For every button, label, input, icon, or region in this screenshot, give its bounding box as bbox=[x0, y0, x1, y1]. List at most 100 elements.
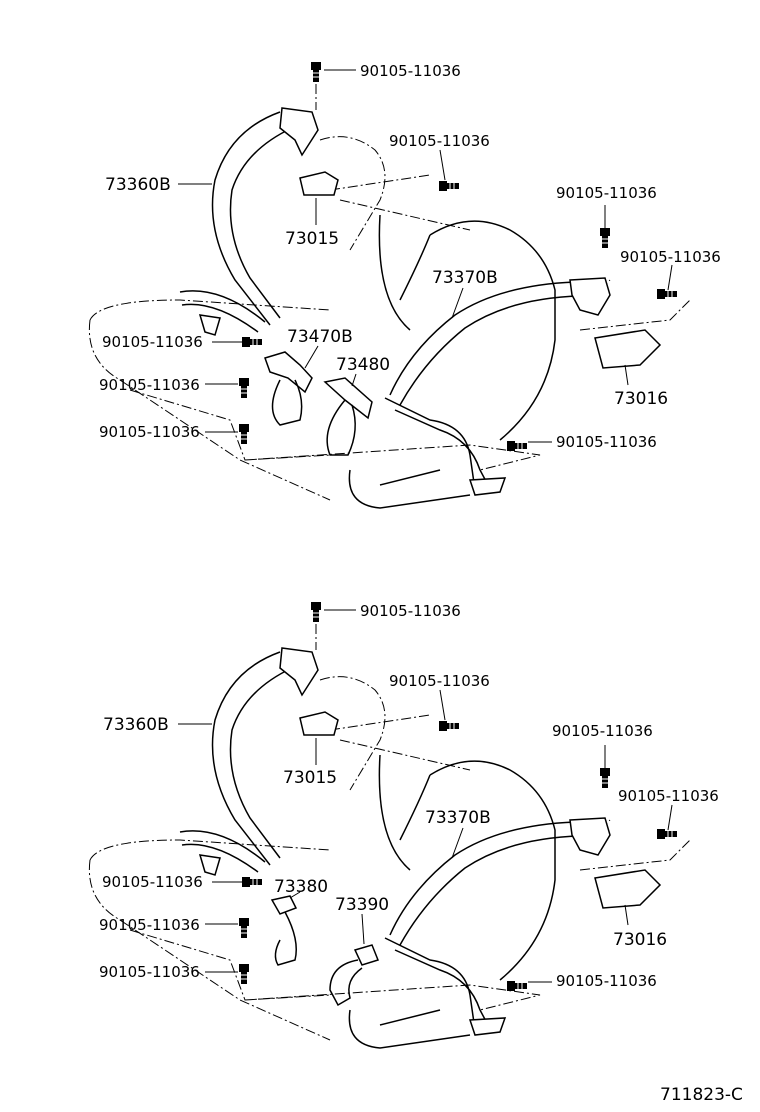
right-belt-anchor bbox=[569, 817, 611, 856]
left-belt-anchor-top bbox=[279, 647, 319, 697]
part-label: 90105-11036 bbox=[618, 787, 719, 805]
bolt-icon bbox=[310, 61, 322, 83]
bolt-icon bbox=[241, 876, 263, 888]
retractor-73016 bbox=[594, 869, 662, 909]
right-belt-foot bbox=[468, 1017, 507, 1036]
right-belt-anchor bbox=[569, 277, 611, 316]
part-label: 90105-11036 bbox=[389, 672, 490, 690]
right-belt-foot bbox=[468, 477, 507, 496]
part-label: 90105-11036 bbox=[552, 722, 653, 740]
part-label: 90105-11036 bbox=[556, 433, 657, 451]
part-label: 73480 bbox=[336, 355, 390, 375]
mount-line-left-lower bbox=[129, 389, 541, 471]
part-label: 73370B bbox=[432, 268, 498, 288]
seat-right-back bbox=[429, 220, 556, 441]
bolt-icon bbox=[599, 227, 611, 249]
buckle-73390-strap bbox=[329, 959, 363, 1007]
part-label: 90105-11036 bbox=[102, 333, 203, 351]
leader-line bbox=[439, 149, 446, 181]
part-label: 73016 bbox=[614, 389, 668, 409]
part-label: 73390 bbox=[335, 895, 389, 915]
mount-line-left-lower bbox=[129, 929, 541, 1011]
part-label: 90105-11036 bbox=[360, 602, 461, 620]
bolt-icon bbox=[656, 828, 678, 840]
seat-cushion-outline bbox=[88, 839, 331, 1041]
part-label: 90105-11036 bbox=[620, 248, 721, 266]
part-label: 73015 bbox=[283, 768, 337, 788]
part-label: 90105-11036 bbox=[360, 62, 461, 80]
seat-cushion-outline bbox=[88, 299, 331, 501]
part-label: 73380 bbox=[274, 877, 328, 897]
buckle-73470B-strap bbox=[271, 379, 303, 426]
part-label: 73360B bbox=[103, 715, 169, 735]
left-belt-lower-strap bbox=[179, 290, 266, 333]
seat-base bbox=[348, 469, 471, 509]
right-belt bbox=[389, 821, 581, 946]
leader-line bbox=[351, 373, 357, 387]
buckle-73380-strap bbox=[274, 911, 297, 966]
bolt-icon bbox=[438, 720, 460, 732]
leader-line bbox=[439, 689, 446, 721]
retractor-73016 bbox=[594, 329, 662, 369]
buckle-73480 bbox=[323, 377, 373, 420]
bolt-icon bbox=[238, 423, 250, 445]
diagram-code: 711823-C bbox=[660, 1085, 743, 1105]
left-belt-lower-bracket bbox=[198, 854, 221, 876]
bolt-icon bbox=[238, 963, 250, 985]
bolt-icon bbox=[599, 767, 611, 789]
bolt-icon bbox=[506, 980, 528, 992]
bolt-icon bbox=[656, 288, 678, 300]
mount-line-center bbox=[329, 714, 471, 771]
lower-diagram: 90105-11036 90105-11036 90105-11036 9010… bbox=[88, 601, 719, 1049]
leader-line bbox=[624, 904, 629, 926]
bolt-icon bbox=[238, 377, 250, 399]
right-belt bbox=[389, 281, 581, 406]
leader-line bbox=[304, 345, 319, 369]
buckle-73480-strap bbox=[326, 399, 356, 456]
leader-line bbox=[451, 827, 464, 859]
part-label: 90105-11036 bbox=[556, 184, 657, 202]
part-label: 90105-11036 bbox=[556, 972, 657, 990]
part-label: 90105-11036 bbox=[102, 873, 203, 891]
leader-line bbox=[451, 287, 464, 319]
left-belt bbox=[211, 651, 293, 866]
part-label: 73360B bbox=[105, 175, 171, 195]
retractor-73015 bbox=[299, 711, 339, 736]
left-belt bbox=[211, 111, 293, 326]
retractor-73015 bbox=[299, 171, 339, 196]
part-label: 90105-11036 bbox=[389, 132, 490, 150]
upper-diagram: 90105-11036 90105-11036 90105-11036 9010… bbox=[88, 61, 721, 509]
mount-line-center bbox=[329, 174, 471, 231]
bolt-icon bbox=[238, 917, 250, 939]
seat-base bbox=[348, 1009, 471, 1049]
seat-right-curve bbox=[378, 214, 431, 331]
bolt-icon bbox=[506, 440, 528, 452]
right-belt-lower bbox=[384, 937, 489, 1031]
seat-right-back bbox=[429, 760, 556, 981]
left-belt-lower-strap bbox=[179, 830, 266, 873]
buckle-73470B bbox=[264, 351, 313, 394]
leader-line bbox=[667, 264, 673, 291]
leader-line bbox=[361, 913, 365, 945]
bolt-icon bbox=[438, 180, 460, 192]
buckle-73390 bbox=[353, 944, 379, 966]
right-belt-lower bbox=[384, 397, 489, 491]
part-label: 73016 bbox=[613, 930, 667, 950]
part-label: 90105-11036 bbox=[99, 916, 200, 934]
buckle-73380 bbox=[270, 895, 298, 915]
part-label: 73470B bbox=[287, 327, 353, 347]
part-label: 90105-11036 bbox=[99, 963, 200, 981]
seat-back-outline bbox=[319, 676, 386, 791]
part-label: 90105-11036 bbox=[99, 423, 200, 441]
part-label: 90105-11036 bbox=[99, 376, 200, 394]
part-label: 73015 bbox=[285, 229, 339, 249]
bolt-icon bbox=[310, 601, 322, 623]
leader-line bbox=[289, 891, 301, 899]
bolt-icon bbox=[241, 336, 263, 348]
part-label: 73370B bbox=[425, 808, 491, 828]
leader-line bbox=[667, 804, 673, 831]
leader-line bbox=[624, 364, 629, 386]
seat-back-outline bbox=[319, 136, 386, 251]
left-belt-lower-bracket bbox=[198, 314, 221, 336]
